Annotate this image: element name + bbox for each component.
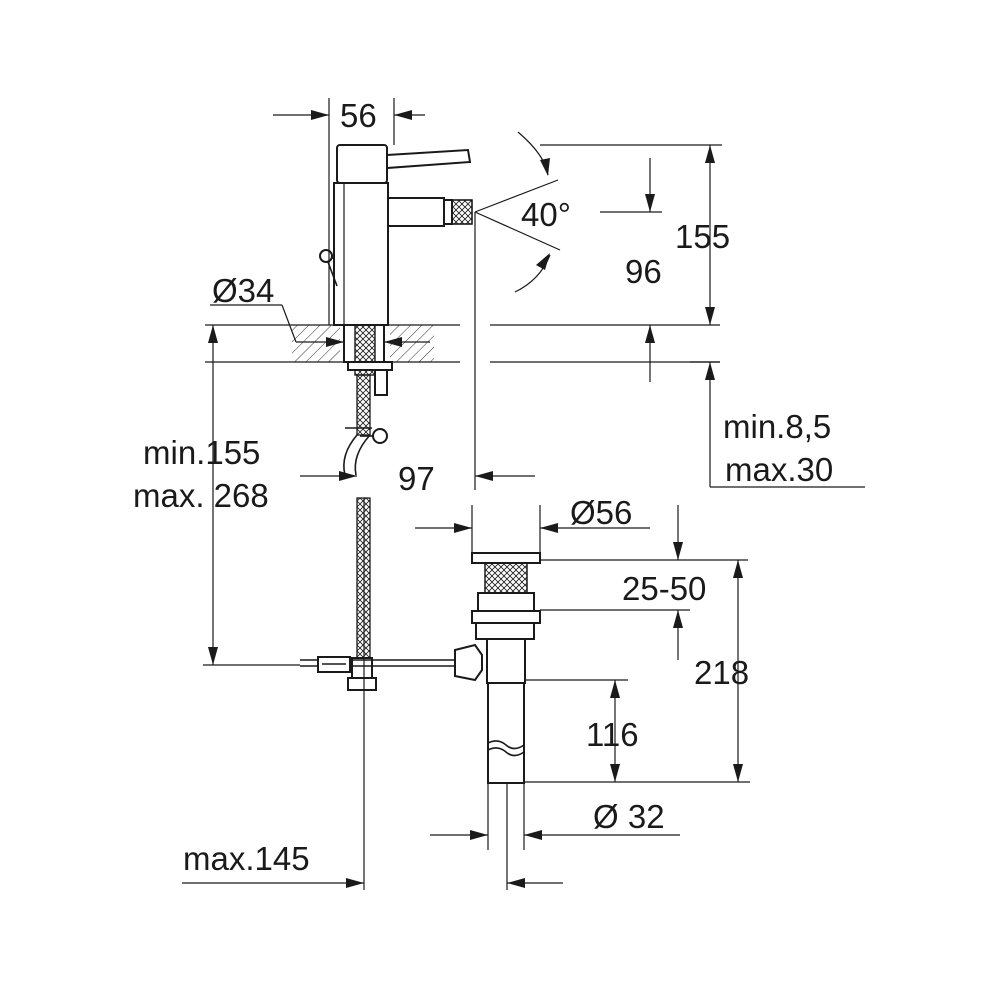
dim-deck-min: min.8,5 [723, 408, 831, 445]
pop-up-rod [300, 643, 483, 682]
dim-height-total: 155 [675, 218, 730, 255]
dim-deck-max: max.30 [725, 451, 833, 488]
dim-tail-diameter: Ø 32 [593, 798, 665, 835]
dim-hose-max: max. 268 [133, 477, 269, 514]
dimension-lines [182, 98, 865, 890]
dim-waste-height: 218 [694, 654, 749, 691]
dim-waste-diameter: Ø56 [570, 494, 632, 531]
supply-hoses [343, 374, 388, 691]
dim-spout-reach: 97 [398, 460, 435, 497]
faucet-body [319, 144, 473, 396]
dimension-labels: 56 40° 155 96 Ø34 min.8,5 max.30 min.155… [133, 97, 833, 877]
dim-hole-diameter: Ø34 [212, 272, 274, 309]
dim-waste-lower: 116 [586, 716, 639, 753]
dim-angle: 40° [521, 196, 571, 233]
deck-section [205, 324, 720, 363]
dim-height-spout: 96 [625, 253, 662, 290]
waste-fitting [471, 552, 541, 784]
dim-hose-min: min.155 [143, 434, 260, 471]
dim-waste-range: 25-50 [622, 570, 706, 607]
dim-width-top: 56 [340, 97, 377, 134]
dim-rod-max: max.145 [183, 840, 310, 877]
